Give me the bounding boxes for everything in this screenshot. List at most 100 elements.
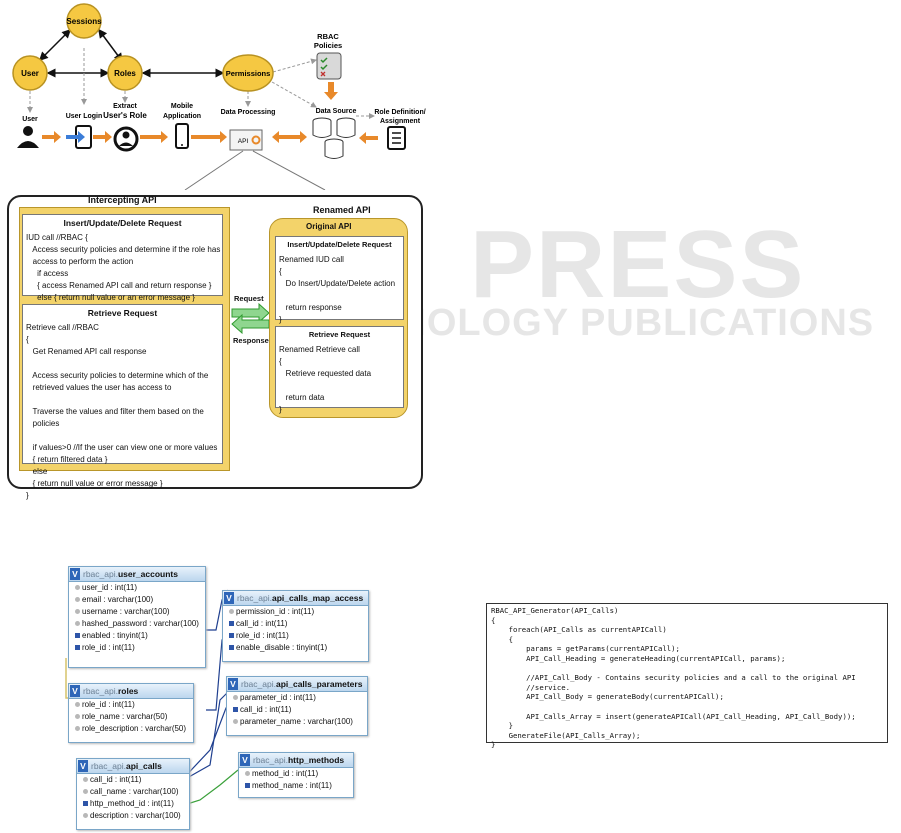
er-column-text: parameter_name : varchar(100) — [240, 717, 353, 726]
key-icon — [233, 695, 238, 701]
response-label: Response — [233, 336, 269, 345]
retrieve-code-line — [23, 430, 222, 442]
er-column-text: email : varchar(100) — [82, 595, 154, 604]
user-node: User — [12, 55, 48, 91]
svg-text:Roles: Roles — [114, 69, 136, 78]
column-icon — [75, 726, 80, 732]
svg-text:Role Definition/: Role Definition/ — [374, 109, 425, 116]
er-column-row: role_name : varchar(50) — [69, 711, 193, 723]
er-column-text: enable_disable : tinyint(1) — [236, 643, 328, 652]
renamed-api-title: Renamed API — [313, 205, 371, 215]
api-gear-icon: API — [229, 129, 263, 151]
code-line: } — [491, 721, 513, 731]
er-column-text: role_description : varchar(50) — [82, 724, 187, 733]
retrieve-code-line: } — [26, 491, 29, 500]
policy-checklist-icon — [316, 52, 342, 80]
original-retrieve-line — [276, 380, 403, 392]
er-column-row: call_name : varchar(100) — [77, 786, 189, 798]
retrieve-code-line: { — [26, 335, 29, 344]
er-column-row: http_method_id : int(11) — [77, 798, 189, 810]
code-line: API_Calls_Array = insert(generateAPICall… — [491, 711, 856, 721]
er-column-text: role_name : varchar(50) — [82, 712, 168, 721]
er-column-row: call_id : int(11) — [223, 618, 368, 630]
foreign-key-icon — [75, 633, 80, 639]
er-column-text: http_method_id : int(11) — [90, 799, 174, 808]
er-column-row: user_id : int(11) — [69, 582, 205, 594]
er-column-row: enabled : tinyint(1) — [69, 630, 205, 642]
iud-code-line: { access Renamed API call and return res… — [26, 281, 212, 290]
er-column-text: call_id : int(11) — [90, 775, 142, 784]
svg-text:User's Role: User's Role — [103, 111, 147, 120]
er-column-text: username : varchar(100) — [82, 607, 170, 616]
retrieve-code-line: Access security policies to determine wh… — [26, 371, 209, 380]
retrieve-code-line: policies — [26, 419, 60, 428]
key-icon — [75, 585, 80, 591]
er-column-row: role_id : int(11) — [69, 699, 193, 711]
svg-text:Mobile: Mobile — [171, 103, 193, 110]
er-column-row: role_description : varchar(50) — [69, 723, 193, 735]
original-retrieve-line: } — [279, 405, 282, 414]
rbac-policies-label-1: RBAC — [317, 32, 339, 41]
key-icon — [229, 609, 234, 615]
er-column-text: role_id : int(11) — [82, 643, 135, 652]
column-icon — [75, 609, 80, 615]
svg-text:User: User — [22, 116, 38, 123]
retrieve-code-line: { return null value or error message } — [26, 479, 163, 488]
original-retrieve-line: { — [279, 357, 282, 366]
retrieve-code-line: else — [26, 467, 48, 476]
code-line: //API_Call_Body - Contains security poli… — [491, 673, 856, 683]
retrieve-code-line: Traverse the values and filter them base… — [26, 407, 204, 416]
code-line: GenerateFile(API_Calls_Array); — [491, 730, 641, 740]
foreign-key-icon — [229, 621, 234, 627]
iud-code-line: IUD call //RBAC { — [26, 233, 88, 242]
er-column-text: description : varchar(100) — [90, 811, 181, 820]
er-column-row: parameter_id : int(11) — [227, 692, 367, 704]
roles-node: Roles — [107, 55, 143, 91]
svg-text:User Login: User Login — [66, 113, 103, 120]
code-line: API_Call_Body = generateBody(currentAPIC… — [491, 692, 724, 702]
permissions-node: Permissions — [222, 54, 274, 92]
svg-text:Permissions: Permissions — [226, 69, 271, 78]
code-line: } — [491, 740, 496, 750]
role-definition-icon — [387, 126, 406, 150]
original-iud-line: Do Insert/Update/Delete action — [279, 279, 396, 288]
retrieve-code-line: { return filtered data } — [26, 455, 108, 464]
er-column-row: permission_id : int(11) — [223, 606, 368, 618]
original-retrieve-box: Retrieve Request Renamed Retrieve call{ … — [275, 326, 404, 414]
code-line — [491, 702, 883, 712]
column-icon — [75, 597, 80, 603]
er-column-row: username : varchar(100) — [69, 606, 205, 618]
retrieve-code-line: Get Renamed API call response — [26, 347, 147, 356]
user-person-icon — [17, 126, 39, 148]
iud-code-line: access to perform the action — [26, 257, 134, 266]
svg-text:Sessions: Sessions — [66, 17, 102, 26]
er-column-row: enable_disable : tinyint(1) — [223, 642, 368, 654]
key-icon — [75, 702, 80, 708]
code-line: params = getParams(currentAPICall); — [491, 644, 680, 654]
original-api-title: Original API — [306, 222, 352, 231]
foreign-key-icon — [245, 783, 250, 789]
key-icon — [83, 777, 88, 783]
er-column-row: call_id : int(11) — [227, 704, 367, 716]
er-column-text: enabled : tinyint(1) — [82, 631, 148, 640]
er-column-text: method_name : int(11) — [252, 781, 332, 790]
foreign-key-icon — [229, 633, 234, 639]
original-iud-line: { — [279, 267, 282, 276]
er-column-row: hashed_password : varchar(100) — [69, 618, 205, 630]
foreign-key-icon — [83, 801, 88, 807]
code-line: RBAC_API_Generator(API_Calls) — [491, 606, 619, 615]
column-icon — [75, 621, 80, 627]
original-iud-line: return response — [279, 303, 342, 312]
retrieve-code-line: Retrieve call //RBAC — [26, 323, 99, 332]
svg-text:Data Processing: Data Processing — [221, 109, 276, 116]
code-line: foreach(API_Calls as currentAPICall) — [491, 625, 667, 635]
er-column-text: call_id : int(11) — [236, 619, 288, 628]
database-icon — [312, 117, 356, 159]
request-response-arrows — [231, 302, 270, 335]
